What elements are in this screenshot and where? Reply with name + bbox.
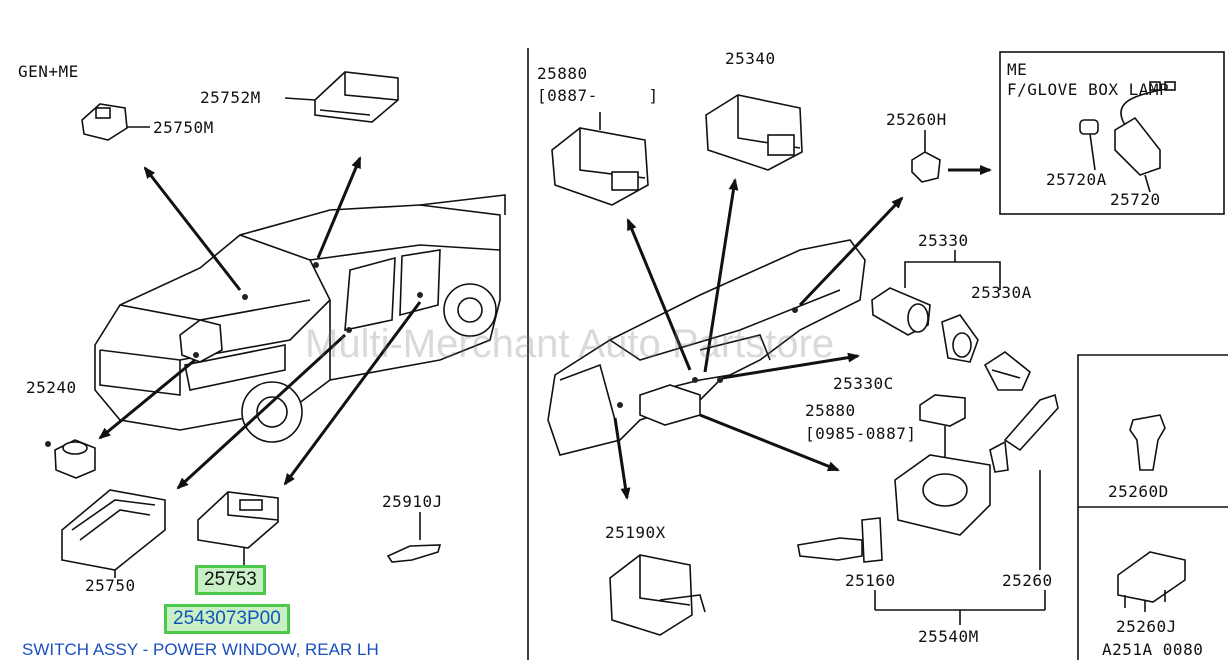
arrow-to-25540M: [699, 413, 840, 472]
part-drawing-25240: [45, 439, 96, 479]
part-drawing-25750M: [81, 103, 150, 141]
arrow-to-25340: [703, 178, 739, 373]
part-drawing-25752M: [284, 71, 399, 123]
arrow-to-25753: [283, 301, 422, 486]
part-drawing-25880-lower: [919, 394, 966, 460]
part-drawing-25750: [61, 489, 166, 578]
side-box-top: [1077, 354, 1228, 508]
diagram-reference-code: A251A 0080: [1102, 640, 1204, 659]
dashboard-illustration: [547, 239, 866, 456]
part-drawing-25540M: [874, 454, 1046, 625]
part-drawing-25753: [197, 491, 279, 566]
part-drawing-25910J: [386, 512, 442, 563]
label-25240[interactable]: 25240: [26, 378, 77, 397]
label-25880-upper-range: [0887- ]: [537, 86, 659, 105]
part-drawing-25260J: [1117, 551, 1186, 612]
label-25750M[interactable]: 25750M: [153, 118, 214, 137]
arrow-to-25330: [721, 352, 860, 380]
label-25720[interactable]: 25720: [1110, 190, 1161, 209]
label-25330C[interactable]: 25330C: [833, 374, 894, 393]
arrow-to-25260H: [798, 196, 904, 307]
inset-box: [999, 51, 1225, 215]
highlight-part-number[interactable]: 25753: [195, 565, 266, 595]
arrow-to-25752M: [316, 156, 362, 259]
part-drawing-25720: [1114, 81, 1176, 193]
label-25880-lower-range: [0985-0887]: [805, 424, 917, 443]
arrow-to-25880-upper: [626, 218, 692, 371]
label-25340[interactable]: 25340: [725, 49, 776, 68]
label-25910J[interactable]: 25910J: [382, 492, 443, 511]
part-drawing-25190X: [609, 554, 706, 636]
part-drawing-25260: [989, 393, 1059, 570]
label-25190X[interactable]: 25190X: [605, 523, 666, 542]
arrow-to-25240: [98, 358, 196, 440]
part-drawing-25330A: [983, 351, 1031, 391]
arrow-to-25190X: [613, 417, 631, 500]
label-25720A[interactable]: 25720A: [1046, 170, 1107, 189]
part-drawing-25160: [797, 517, 883, 563]
part-drawing-25330: [871, 250, 1001, 336]
part-drawing-25340: [705, 94, 803, 171]
label-25752M[interactable]: 25752M: [200, 88, 261, 107]
part-drawing-25260D: [1129, 414, 1166, 471]
label-25160[interactable]: 25160: [845, 571, 896, 590]
label-25880-lower[interactable]: 25880: [805, 401, 856, 420]
truck-illustration: [94, 194, 506, 443]
label-25330[interactable]: 25330: [918, 231, 969, 250]
label-25260D[interactable]: 25260D: [1108, 482, 1169, 501]
arrow-to-25750M: [143, 166, 242, 291]
label-25330A[interactable]: 25330A: [971, 283, 1032, 302]
inset-title: F/GLOVE BOX LAMP: [1007, 80, 1170, 99]
label-25260[interactable]: 25260: [1002, 571, 1053, 590]
part-description: SWITCH ASSY - POWER WINDOW, REAR LH: [22, 640, 379, 659]
variant-label-gen-me: GEN+ME: [18, 62, 79, 81]
label-25750[interactable]: 25750: [85, 576, 136, 595]
highlight-oem-number[interactable]: 2543073P00: [164, 604, 290, 634]
inset-variant-label: ME: [1007, 60, 1028, 79]
part-drawing-25720A: [1079, 119, 1099, 171]
label-25880-upper[interactable]: 25880: [537, 64, 588, 83]
part-drawing-25330C: [941, 314, 979, 363]
arrow-to-25750: [176, 333, 347, 490]
label-25260H[interactable]: 25260H: [886, 110, 947, 129]
label-25260J[interactable]: 25260J: [1116, 617, 1177, 636]
part-drawing-25880-upper: [551, 112, 649, 206]
label-25540M[interactable]: 25540M: [918, 627, 979, 646]
part-drawing-25260H: [911, 130, 941, 183]
